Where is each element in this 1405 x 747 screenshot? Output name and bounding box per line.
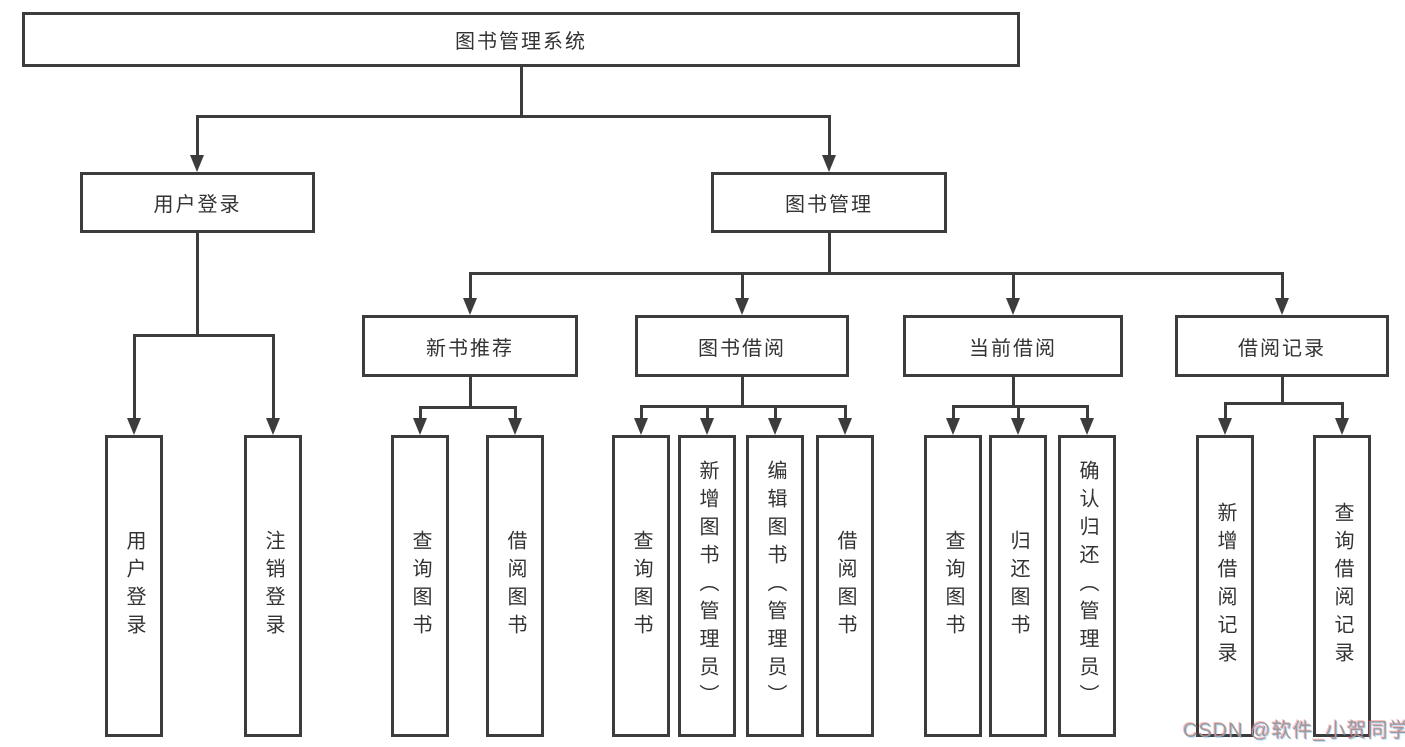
leaf-label: 归还图书 — [1007, 530, 1029, 642]
connector-vline — [774, 405, 777, 420]
node-current-borrow: 当前借阅 — [903, 315, 1123, 377]
node-book-borrow: 图书借阅 — [635, 315, 849, 377]
leaf-borrow-add-book-admin: 新增图书（管理员） — [678, 435, 736, 737]
connector-hline — [133, 334, 275, 337]
node-new-book-recommend: 新书推荐 — [362, 315, 578, 377]
arrow-down-icon — [190, 155, 204, 172]
leaf-current-confirm-return-admin: 确认归还（管理员） — [1058, 435, 1116, 737]
node-label: 借阅记录 — [1238, 337, 1326, 360]
leaf-records-add-record: 新增借阅记录 — [1196, 435, 1254, 737]
node-user-login: 用户登录 — [80, 172, 315, 233]
leaf-label: 新增图书（管理员） — [696, 460, 718, 712]
connector-vline — [952, 405, 955, 420]
node-label: 用户登录 — [153, 194, 242, 216]
connector-hline — [197, 115, 830, 118]
connector-hline — [419, 406, 516, 409]
arrow-down-icon — [946, 418, 960, 435]
node-label: 图书借阅 — [698, 337, 786, 360]
arrow-down-icon — [1218, 418, 1232, 435]
leaf-label: 借阅图书 — [834, 530, 856, 642]
connector-vline — [469, 272, 472, 300]
connector-vline — [133, 334, 136, 420]
arrow-down-icon — [1080, 418, 1094, 435]
connector-vline — [196, 233, 199, 336]
connector-vline — [1012, 377, 1015, 407]
leaf-label: 确认归还（管理员） — [1076, 460, 1098, 712]
connector-vline — [520, 67, 523, 117]
connector-vline — [1341, 402, 1344, 420]
node-label: 当前借阅 — [969, 337, 1057, 360]
leaf-label: 查询借阅记录 — [1331, 502, 1353, 670]
leaf-label: 查询图书 — [409, 530, 431, 642]
connector-vline — [1012, 272, 1015, 300]
connector-vline — [1086, 405, 1089, 420]
connector-hline — [952, 405, 1089, 408]
arrow-down-icon — [463, 298, 477, 315]
leaf-label: 查询图书 — [630, 530, 652, 642]
connector-vline — [844, 405, 847, 420]
connector-vline — [741, 377, 744, 407]
leaf-label: 查询图书 — [942, 530, 964, 642]
arrow-down-icon — [735, 298, 749, 315]
connector-hline — [640, 405, 846, 408]
leaf-recommend-query-book: 查询图书 — [391, 435, 449, 737]
arrow-down-icon — [1006, 298, 1020, 315]
arrow-down-icon — [1335, 418, 1349, 435]
leaf-label: 新增借阅记录 — [1214, 502, 1236, 670]
connector-hline — [469, 272, 1283, 275]
arrow-down-icon — [822, 155, 836, 172]
leaf-label: 编辑图书（管理员） — [764, 460, 786, 712]
connector-vline — [272, 334, 275, 420]
connector-vline — [828, 115, 831, 158]
leaf-user-login: 用户登录 — [105, 435, 163, 737]
arrow-down-icon — [768, 418, 782, 435]
arrow-down-icon — [838, 418, 852, 435]
node-label: 新书推荐 — [426, 337, 514, 360]
arrow-down-icon — [127, 418, 141, 435]
node-label: 图书管理系统 — [455, 31, 587, 53]
leaf-borrow-query-book: 查询图书 — [612, 435, 670, 737]
connector-vline — [1281, 377, 1284, 404]
leaf-recommend-borrow-book: 借阅图书 — [486, 435, 544, 737]
leaf-label: 注销登录 — [262, 530, 284, 642]
leaf-records-query-record: 查询借阅记录 — [1313, 435, 1371, 737]
csdn-watermark: CSDN @软件_小贺同学 — [1183, 720, 1405, 742]
connector-vline — [514, 406, 517, 420]
leaf-logout: 注销登录 — [244, 435, 302, 737]
connector-vline — [1224, 402, 1227, 420]
connector-vline — [419, 406, 422, 420]
connector-hline — [1224, 402, 1343, 405]
connector-vline — [469, 377, 472, 408]
connector-vline — [706, 405, 709, 420]
arrow-down-icon — [266, 418, 280, 435]
node-library-management-system: 图书管理系统 — [22, 12, 1020, 67]
leaf-current-return-book: 归还图书 — [989, 435, 1047, 737]
leaf-borrow-edit-book-admin: 编辑图书（管理员） — [746, 435, 804, 737]
connector-vline — [640, 405, 643, 420]
arrow-down-icon — [508, 418, 522, 435]
arrow-down-icon — [1011, 418, 1025, 435]
node-label: 图书管理 — [785, 194, 873, 216]
leaf-label: 借阅图书 — [504, 530, 526, 642]
arrow-down-icon — [413, 418, 427, 435]
arrow-down-icon — [700, 418, 714, 435]
leaf-label: 用户登录 — [123, 530, 145, 642]
connector-vline — [1281, 272, 1284, 300]
leaf-current-query-book: 查询图书 — [924, 435, 982, 737]
node-book-management: 图书管理 — [711, 172, 947, 233]
arrow-down-icon — [1275, 298, 1289, 315]
connector-vline — [741, 272, 744, 300]
node-borrow-records: 借阅记录 — [1175, 315, 1389, 377]
connector-vline — [1017, 405, 1020, 420]
connector-vline — [196, 115, 199, 158]
leaf-borrow-borrow-book: 借阅图书 — [816, 435, 874, 737]
arrow-down-icon — [634, 418, 648, 435]
connector-vline — [828, 233, 831, 274]
